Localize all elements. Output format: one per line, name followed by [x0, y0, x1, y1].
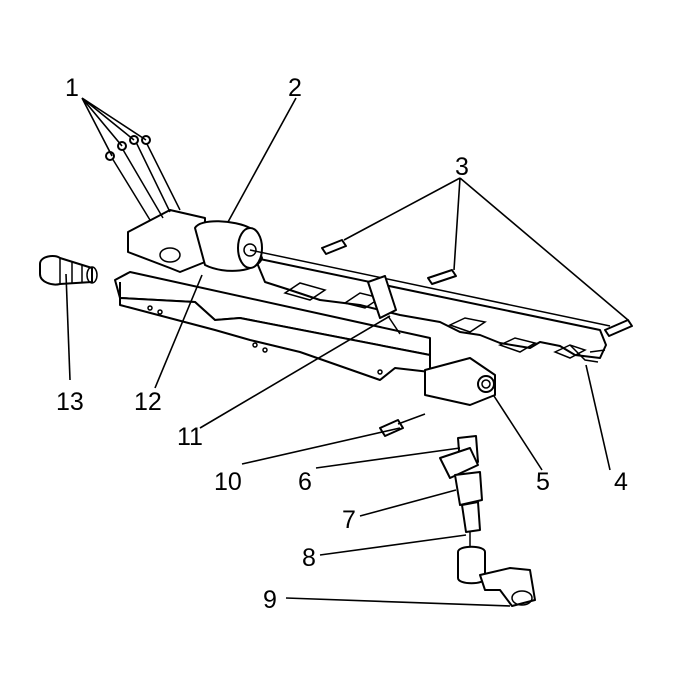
- callout-13: 13: [56, 388, 84, 416]
- callout-7: 7: [342, 506, 356, 534]
- leader-lines: [65, 97, 629, 607]
- callout-6: 6: [298, 468, 312, 496]
- callout-8: 8: [302, 544, 316, 572]
- fuel-rail: [114, 271, 431, 381]
- callout-9: 9: [263, 586, 277, 614]
- injector-connector: [457, 545, 536, 607]
- fuel-injector: [439, 435, 483, 550]
- callout-2: 2: [288, 74, 302, 102]
- bracket-screws: [321, 239, 633, 337]
- callout-3: 3: [455, 153, 469, 181]
- sensor-part-11: [367, 275, 401, 335]
- callout-labels: 1 2 3 4 5 6 7 8 9 10 11 12 13: [56, 74, 628, 614]
- fuel-fitting: [39, 255, 98, 286]
- callout-1: 1: [65, 74, 79, 102]
- rail-end-block: [424, 357, 496, 406]
- callout-4: 4: [614, 468, 628, 496]
- regulator-bolts: [105, 135, 181, 221]
- bolt-part-10: [379, 413, 426, 437]
- callout-10: 10: [214, 468, 242, 496]
- callout-5: 5: [536, 468, 550, 496]
- callout-12: 12: [134, 388, 162, 416]
- pressure-regulator-block: [127, 209, 611, 327]
- callout-11: 11: [177, 423, 203, 451]
